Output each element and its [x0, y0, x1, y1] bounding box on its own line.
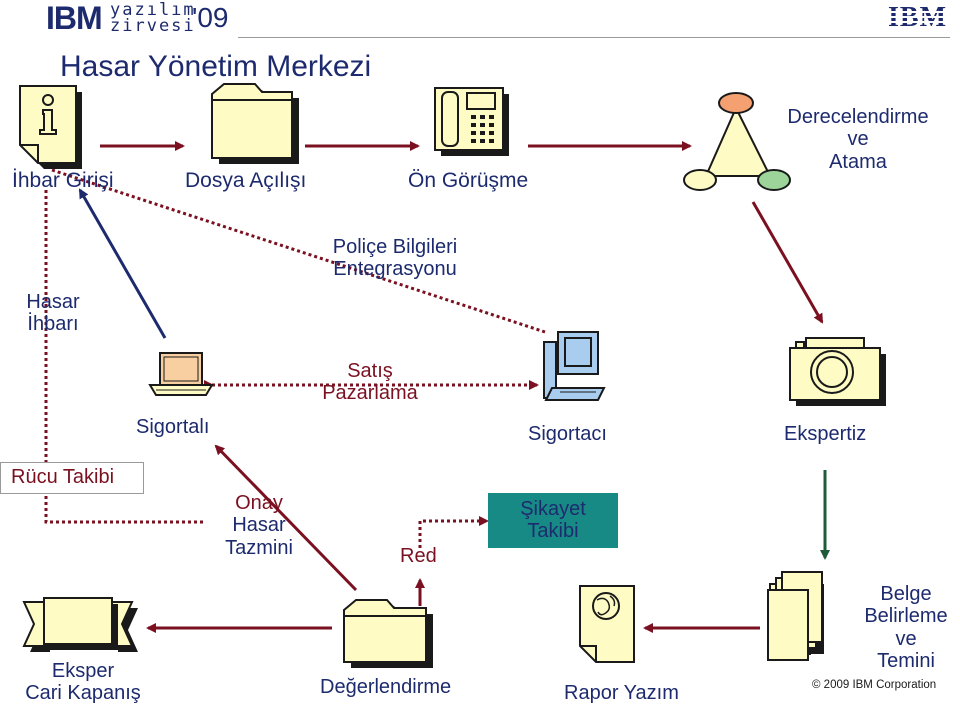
- label-derecelendirme: Derecelendirme ve Atama: [768, 106, 948, 173]
- folder-icon-degerlendirme: [343, 599, 433, 668]
- label-rucu-takibi: Rücu Takibi: [0, 462, 144, 494]
- belge-line1: Belge: [880, 583, 932, 605]
- logo-ibm-text: IBM: [46, 0, 103, 36]
- label-red: Red: [400, 545, 437, 567]
- ibm-stripes: [888, 11, 952, 28]
- label-sigortali: Sigortalı: [136, 416, 210, 438]
- label-ekspertiz: Ekspertiz: [784, 423, 867, 445]
- onay-line2: Hasar: [232, 514, 286, 537]
- laptop-icon: [148, 352, 214, 396]
- computer-tower-icon: [543, 331, 606, 401]
- camera-icon: [789, 337, 886, 406]
- onay-line3: Tazmini: [225, 536, 293, 559]
- certificate-icon: [22, 597, 138, 652]
- header-rule: [238, 37, 950, 38]
- derecelendirme-line2: ve: [847, 128, 869, 151]
- arrow-derecelendirme-to-ekspertiz: [751, 201, 824, 324]
- logo-line1: yazılım: [110, 0, 196, 20]
- belge-line2: Belirleme: [864, 605, 948, 628]
- yazilim-zirvesi-logo: IBM yazılım zirvesi '09: [46, 0, 236, 36]
- arrow-sigortali-to-hasar-ihbari: [78, 188, 167, 339]
- derecelendirme-line3: Atama: [829, 150, 887, 173]
- belge-line3: ve: [895, 627, 917, 650]
- document-stack-icon: [767, 571, 824, 661]
- label-onay-hasar-tazmini: Onay Hasar Tazmini: [214, 492, 304, 559]
- label-belge-belirleme: Belge Belirleme ve Temini: [852, 583, 960, 673]
- arrow-onay-to-degerlendirme: [214, 444, 358, 592]
- label-degerlendirme: Değerlendirme: [320, 676, 452, 698]
- sikayet-takibi-box: [488, 493, 618, 548]
- label-on-gorusme: Ön Görüşme: [408, 169, 529, 192]
- sikayet-line1: Şikayet: [520, 498, 586, 520]
- globe-document-icon: [579, 585, 635, 663]
- folder-icon-dosya: [211, 83, 299, 164]
- label-hasar-ihbari: Hasar İhbarı: [12, 291, 94, 336]
- belge-line4: Temini: [877, 650, 935, 673]
- ibm-corner-logo: IBM: [888, 2, 952, 34]
- logo-line2: zirvesi: [110, 16, 196, 36]
- police-line1: Poliçe Bilgileri: [332, 236, 458, 258]
- telephone-icon: [434, 87, 509, 156]
- dotted-red-sikayet: [418, 516, 489, 548]
- label-sigortaci: Sigortacı: [528, 423, 607, 445]
- label-police-entegrasyonu: Poliçe Bilgileri Entegrasyonu: [300, 236, 490, 281]
- triangle-network-icon: [683, 92, 791, 191]
- label-satis-pazarlama: Satış Pazarlama: [300, 360, 440, 405]
- label-eksper-cari-kapanis: Eksper Cari Kapanış: [0, 660, 166, 705]
- logo-year: '09: [192, 2, 229, 33]
- satis-line1: Satış: [347, 360, 393, 382]
- satis-line2: Pazarlama: [322, 382, 418, 405]
- label-sikayet-takibi: Şikayet Takibi: [488, 498, 618, 543]
- derecelendirme-line1: Derecelendirme: [787, 106, 929, 128]
- eksper-line2: Cari Kapanış: [25, 682, 141, 705]
- info-document-icon: [19, 85, 82, 169]
- onay-line1: Onay: [235, 492, 283, 514]
- eksper-line1: Eksper: [51, 660, 115, 682]
- dotted-police-entegrasyon: [51, 168, 546, 334]
- label-dosya-acilisi: Dosya Açılışı: [185, 169, 307, 192]
- label-rapor-yazim: Rapor Yazım: [564, 682, 679, 704]
- label-ihbar-girisi: İhbar Girişi: [12, 169, 114, 192]
- page-title: Hasar Yönetim Merkezi: [60, 50, 372, 83]
- sikayet-line2: Takibi: [527, 520, 579, 543]
- police-line2: Entegrasyonu: [333, 258, 457, 281]
- dotted-rucu-takibi: [44, 190, 203, 524]
- copyright-footer: © 2009 IBM Corporation: [812, 679, 937, 691]
- hasar-ihbari-line1: Hasar: [26, 291, 80, 313]
- hasar-ihbari-line2: İhbarı: [27, 313, 79, 336]
